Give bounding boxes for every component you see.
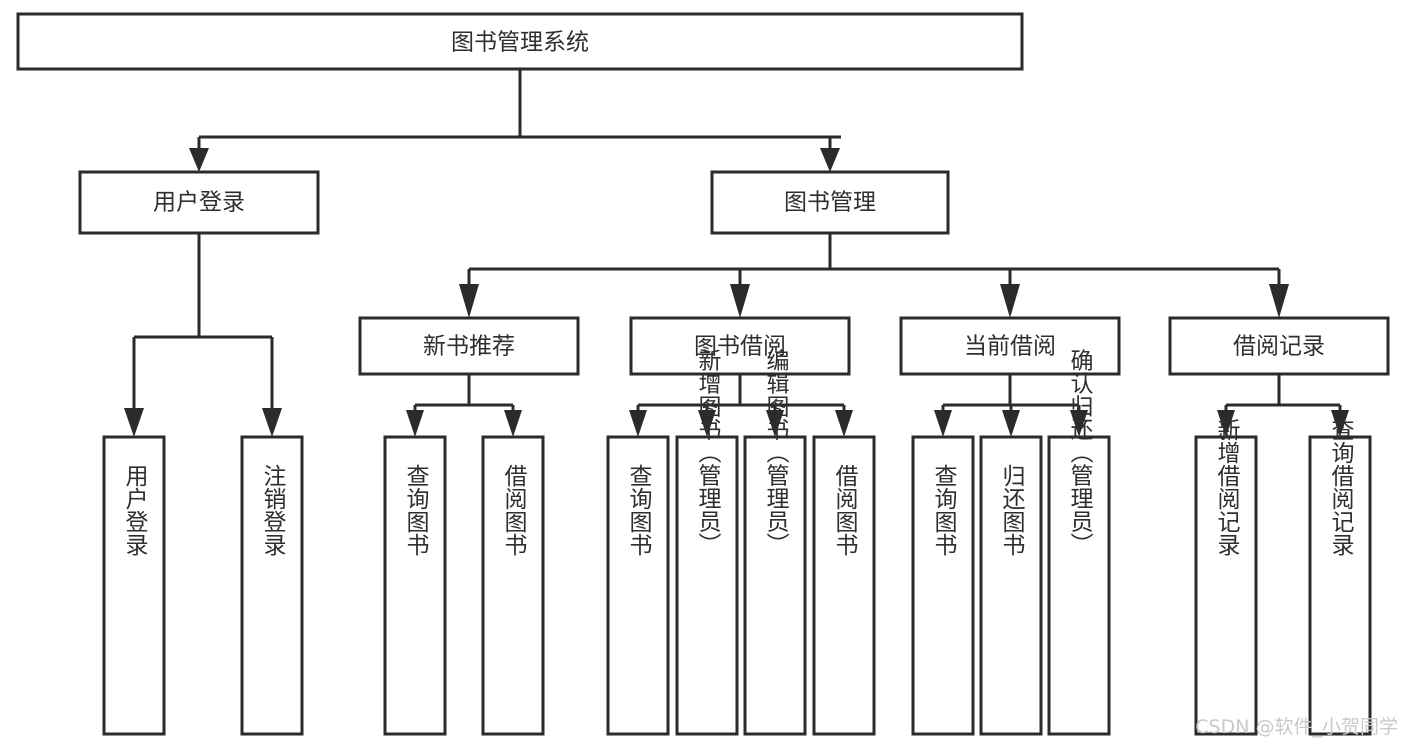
node-new-book-recommend-box[interactable] xyxy=(358,316,580,376)
leaf-node-confirm-return-box[interactable] xyxy=(1047,435,1111,736)
node-current-borrow-label: 当前借阅 xyxy=(964,334,1056,360)
node-book-manage[interactable]: 图书管理 xyxy=(710,170,950,235)
leaf-node-borrow-book-1-label: 借阅图书 xyxy=(500,464,528,556)
leaf-node-add-borrow-record-box[interactable] xyxy=(1194,435,1258,736)
arrow-head-icon xyxy=(1070,410,1088,437)
arrow-head-icon xyxy=(629,410,647,437)
leaf-node-edit-book-label: 编辑图书（管理员） xyxy=(762,349,790,556)
arrow-head-icon xyxy=(504,410,522,437)
node-book-borrow-label: 图书借阅 xyxy=(694,334,786,360)
leaf-node-borrow-book-1[interactable]: 借阅图书 xyxy=(481,435,545,736)
leaf-node-add-book-label: 新增图书（管理员） xyxy=(694,349,722,556)
arrow-head-icon xyxy=(1000,284,1020,318)
node-new-book-recommend-label: 新书推荐 xyxy=(423,334,515,360)
node-user-login[interactable]: 用户登录 xyxy=(78,170,320,235)
leaf-node-logout-login[interactable]: 注销登录 xyxy=(240,435,304,736)
leaf-node-return-book-box[interactable] xyxy=(979,435,1043,736)
leaf-node-logout-login-box[interactable] xyxy=(240,435,304,736)
arrow-head-icon xyxy=(1217,410,1235,437)
node-book-borrow-box[interactable] xyxy=(629,316,851,376)
leaf-node-edit-book[interactable]: 编辑图书（管理员） xyxy=(743,349,807,736)
node-book-manage-box[interactable] xyxy=(710,170,950,235)
leaf-node-query-book-3-box[interactable] xyxy=(911,435,975,736)
node-user-login-box[interactable] xyxy=(78,170,320,235)
node-root-box[interactable] xyxy=(16,12,1024,71)
node-user-login-label: 用户登录 xyxy=(153,190,245,216)
leaf-node-query-book-2-box[interactable] xyxy=(606,435,670,736)
leaf-node-logout-login-label: 注销登录 xyxy=(259,464,287,556)
leaf-node-user-login-box[interactable] xyxy=(102,435,166,736)
node-root-label: 图书管理系统 xyxy=(451,30,589,56)
node-borrow-record-label: 借阅记录 xyxy=(1233,334,1325,360)
arrow-head-icon xyxy=(459,284,479,318)
arrow-head-icon xyxy=(124,408,144,437)
leaf-node-query-book-2[interactable]: 查询图书 xyxy=(606,435,670,736)
leaf-node-query-book-1[interactable]: 查询图书 xyxy=(383,435,447,736)
watermark: CSDN @软件_小贺同学 xyxy=(1195,716,1398,738)
arrow-head-icon xyxy=(698,410,716,437)
node-borrow-record[interactable]: 借阅记录 xyxy=(1168,316,1390,376)
arrow-head-icon xyxy=(406,410,424,437)
leaf-node-edit-book-box[interactable] xyxy=(743,435,807,736)
arrow-head-icon xyxy=(730,284,750,318)
leaf-node-query-book-1-box[interactable] xyxy=(383,435,447,736)
leaf-node-query-book-1-label: 查询图书 xyxy=(402,464,430,556)
arrow-head-icon xyxy=(766,410,784,437)
leaf-node-confirm-return[interactable]: 确认归还（管理员） xyxy=(1047,349,1111,736)
node-root[interactable]: 图书管理系统 xyxy=(16,12,1024,71)
leaf-node-borrow-book-1-box[interactable] xyxy=(481,435,545,736)
leaf-node-query-book-3-label: 查询图书 xyxy=(930,464,958,556)
node-book-borrow[interactable]: 图书借阅 xyxy=(629,316,851,376)
node-current-borrow-box[interactable] xyxy=(899,316,1121,376)
leaf-node-add-book-box[interactable] xyxy=(675,435,739,736)
leaf-node-return-book[interactable]: 归还图书 xyxy=(979,435,1043,736)
leaf-node-query-book-2-label: 查询图书 xyxy=(625,464,653,556)
leaf-node-return-book-label: 归还图书 xyxy=(998,464,1026,556)
leaf-node-user-login-label: 用户登录 xyxy=(121,464,149,556)
leaf-node-query-borrow-record[interactable]: 查询借阅记录 xyxy=(1308,418,1372,736)
leaf-node-confirm-return-label: 确认归还（管理员） xyxy=(1066,349,1094,556)
leaf-node-query-borrow-record-box[interactable] xyxy=(1308,435,1372,736)
arrow-head-icon xyxy=(1002,410,1020,437)
leaf-node-borrow-book-2[interactable]: 借阅图书 xyxy=(812,435,876,736)
arrow-head-icon xyxy=(934,410,952,437)
node-borrow-record-box[interactable] xyxy=(1168,316,1390,376)
arrowhead-layer xyxy=(124,148,1349,437)
leaf-node-query-borrow-record-label: 查询借阅记录 xyxy=(1327,418,1355,556)
arrow-head-icon xyxy=(820,148,840,172)
node-new-book-recommend[interactable]: 新书推荐 xyxy=(358,316,580,376)
node-current-borrow[interactable]: 当前借阅 xyxy=(899,316,1121,376)
arrow-head-icon xyxy=(262,408,282,437)
leaf-node-borrow-book-2-box[interactable] xyxy=(812,435,876,736)
arrow-head-icon xyxy=(835,410,853,437)
leaf-node-borrow-book-2-label: 借阅图书 xyxy=(831,464,859,556)
leaf-node-user-login[interactable]: 用户登录 xyxy=(102,435,166,736)
arrow-head-icon xyxy=(1331,410,1349,437)
leaf-node-add-borrow-record[interactable]: 新增借阅记录 xyxy=(1194,418,1258,736)
arrow-head-icon xyxy=(1269,284,1289,318)
arrow-head-icon xyxy=(189,148,209,172)
node-book-manage-label: 图书管理 xyxy=(784,190,876,216)
leaf-node-query-book-3[interactable]: 查询图书 xyxy=(911,435,975,736)
leaf-node-add-book[interactable]: 新增图书（管理员） xyxy=(675,349,739,736)
leaf-node-add-borrow-record-label: 新增借阅记录 xyxy=(1213,418,1241,556)
